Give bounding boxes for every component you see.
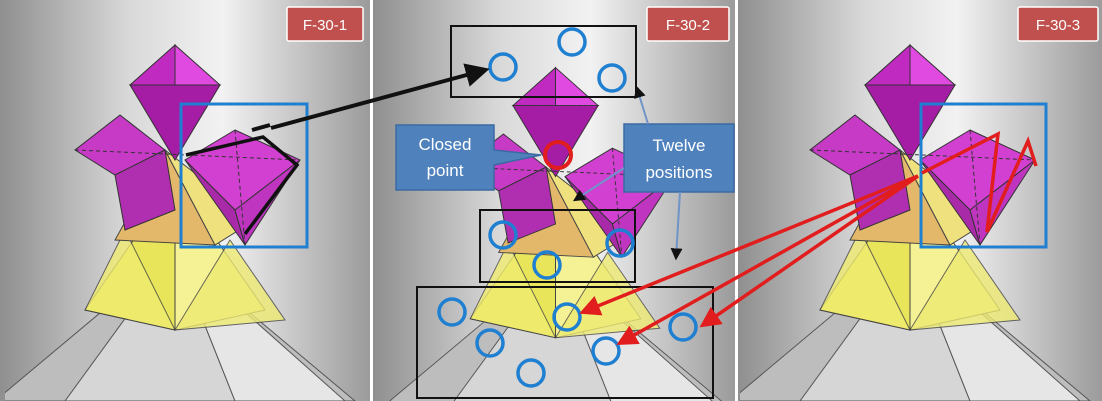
svg-text:F-30-2: F-30-2 <box>666 17 710 34</box>
twelve-positions-callout: Twelve positions <box>623 123 735 193</box>
position-marker <box>532 250 562 280</box>
position-marker <box>557 27 587 57</box>
panel-tag: F-30-1 <box>286 6 364 42</box>
position-marker <box>552 302 582 332</box>
callout-pointers <box>572 85 683 261</box>
traced-path <box>921 130 1038 233</box>
panel-1: F-30-1 <box>0 0 370 401</box>
svg-text:F-30-3: F-30-3 <box>1036 17 1080 34</box>
highlight-box <box>179 102 309 249</box>
middle-group-box <box>479 209 636 283</box>
panel-tag: F-30-2 <box>646 6 730 42</box>
position-markers <box>437 27 698 388</box>
panel-2: F-30-2 Closed point Twel <box>373 0 735 401</box>
position-marker <box>605 228 635 258</box>
traced-path <box>185 135 300 236</box>
black-arrow <box>270 63 490 130</box>
svg-text:Closed: Closed <box>419 135 472 154</box>
panel-tag: F-30-3 <box>1017 6 1099 42</box>
closed-point-callout: Closed point <box>395 124 542 191</box>
panel-3: F-30-3 <box>738 0 1102 401</box>
position-marker <box>475 328 505 358</box>
position-marker <box>488 52 518 82</box>
position-marker <box>668 312 698 342</box>
highlight-box <box>919 102 1048 249</box>
position-marker <box>437 297 467 327</box>
svg-text:positions: positions <box>645 163 712 182</box>
position-marker <box>597 63 627 93</box>
svg-text:point: point <box>427 161 464 180</box>
svg-text:Twelve: Twelve <box>653 136 706 155</box>
position-marker <box>488 220 518 250</box>
position-marker <box>591 336 621 366</box>
closed-point-marker <box>543 140 573 170</box>
top-group-box <box>450 25 637 98</box>
svg-text:F-30-1: F-30-1 <box>303 17 347 34</box>
red-arrows <box>579 174 919 346</box>
bottom-group-box <box>416 286 714 399</box>
position-marker <box>516 358 546 388</box>
